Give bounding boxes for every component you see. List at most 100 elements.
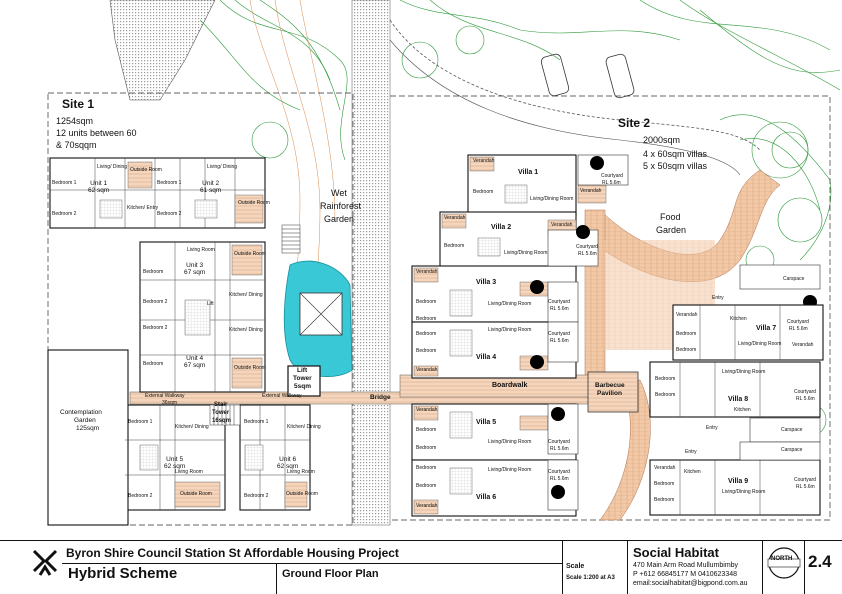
v6-bedroom: Bedroom: [416, 465, 437, 471]
v8-bedroom2: Bedroom: [655, 392, 676, 398]
v3-courtyard: Courtyard: [548, 299, 570, 305]
v2-courtyard: Courtyard: [576, 244, 598, 250]
v5-bedroom: Bedroom: [416, 427, 437, 433]
contemplation-2: Garden: [74, 417, 96, 424]
v7-bedroom2: Bedroom: [676, 347, 697, 353]
v5-bedroom2: Bedroom: [416, 445, 437, 451]
room-kitchen-u3: Kitchen/ Dining: [229, 292, 263, 298]
room-outside-u2: Outside Room: [238, 200, 270, 206]
v6-courtyard: Courtyard: [548, 469, 570, 475]
villa-9-label: Villa 9: [728, 478, 749, 485]
v1-living: Living/Dining Room: [530, 196, 574, 202]
food-garden-label-1: Food: [660, 212, 681, 222]
villa-1-label: Villa 1: [518, 169, 539, 176]
room-kitchen-u6: Kitchen/ Dining: [287, 424, 321, 430]
room-bedroom1-u1: Bedroom 1: [52, 180, 77, 186]
v7-rl: RL 5.6m: [789, 326, 808, 332]
v9-verandah: Verandah: [654, 465, 676, 471]
carspace-2: Carspace: [781, 427, 803, 433]
v9-entry: Entry: [685, 449, 697, 455]
room-bedroom2-u5: Bedroom 2: [128, 493, 153, 499]
site2-area: 2000sqm: [643, 135, 681, 145]
lane-hatched: [351, 0, 391, 526]
v7-verandah-2: Verandah: [792, 342, 814, 348]
v9-bedroom2: Bedroom: [654, 497, 675, 503]
contemplation-1: Contemplation: [60, 409, 102, 416]
v4-living: Living/Dining Room: [488, 327, 532, 333]
landscape-linework: [199, 0, 841, 437]
v8-courtyard: Courtyard: [794, 389, 816, 395]
villa-2-label: Villa 2: [491, 224, 512, 231]
stair-tower-2: Tower: [212, 410, 230, 416]
room-living-u2: Living/ Dining: [207, 164, 238, 170]
v9-living: Living/Dining Room: [722, 489, 766, 495]
v9-kitchen: Kitchen: [684, 469, 701, 475]
v8-living: Living/Dining Room: [722, 369, 766, 375]
v9-bedroom: Bedroom: [654, 481, 675, 487]
v3-bedroom: Bedroom: [416, 299, 437, 305]
contemplation-3: 125sqm: [76, 425, 100, 432]
wet-garden-label-3: Garden: [324, 214, 355, 224]
bbq-label-2: Pavilion: [597, 390, 622, 397]
scheme-title: Hybrid Scheme: [68, 565, 178, 582]
v3-bedroom2: Bedroom: [416, 316, 437, 322]
room-living-u3: Living Room: [187, 247, 215, 253]
firm-logo-icon: [32, 549, 58, 576]
carspace-3: Carspace: [781, 447, 803, 453]
room-living-u5: Living Room: [175, 469, 203, 475]
v8-rl: RL 5.6m: [796, 396, 815, 402]
north-label: NORTH: [771, 556, 793, 562]
wet-garden-label-2: Rainforest: [320, 201, 362, 211]
room-kitchen-u4: Kitchen/ Dining: [229, 327, 263, 333]
room-outside-u6: Outside Room: [286, 491, 318, 497]
v7-bedroom: Bedroom: [676, 331, 697, 337]
room-bedroom1-u2: Bedroom 1: [157, 180, 182, 186]
v6-living: Living/Dining Room: [488, 467, 532, 473]
villa-3-label: Villa 3: [476, 279, 497, 286]
food-garden-label-2: Garden: [656, 225, 687, 235]
v8-entry: Entry: [706, 425, 718, 431]
room-bedroom2-u3: Bedroom 2: [143, 299, 168, 305]
room-outside-u1: Outside Room: [130, 167, 162, 173]
v2-bedroom: Bedroom: [444, 243, 465, 249]
v9-rl: RL 5.6m: [796, 484, 815, 490]
room-bedroom-u3: Bedroom: [143, 269, 164, 275]
ext-walkway-left-area: 36sqm: [162, 400, 178, 406]
car-outlines: [540, 53, 635, 99]
bbq-pavilion-shape: [587, 371, 639, 413]
v4-bedroom2: Bedroom: [416, 348, 437, 354]
room-bedroom2-u2: Bedroom 2: [157, 211, 182, 217]
v1-courtyard: Courtyard: [601, 173, 623, 179]
site1-area: 1254sqm: [56, 116, 94, 126]
v6-rl: RL 5.6m: [550, 476, 569, 482]
v4-rl: RL 5.6m: [550, 338, 569, 344]
ext-walkway-left: External Walkway: [145, 393, 185, 399]
villa-4-label: Villa 4: [476, 354, 497, 361]
villa-6-label: Villa 6: [476, 494, 497, 501]
v5-courtyard: Courtyard: [548, 439, 570, 445]
v1-bedroom: Bedroom: [473, 189, 494, 195]
wet-garden-label-1: Wet: [331, 188, 347, 198]
stair-tower-3: 16sqm: [212, 418, 232, 424]
v1-verandah: Verandah: [473, 158, 495, 164]
room-living-u6: Living Room: [287, 469, 315, 475]
room-bedroom1-u5: Bedroom 1: [128, 419, 153, 425]
title-block: Byron Shire Council Station St Affordabl…: [0, 540, 842, 594]
v4-courtyard: Courtyard: [548, 331, 570, 337]
site2-line2: 5 x 50sqm villas: [643, 161, 708, 171]
villa-5-label: Villa 5: [476, 419, 497, 426]
firm-phone: P +612 66845177 M 0410623348: [633, 571, 737, 578]
sheet-number: 2.4: [808, 552, 832, 571]
firm-name: Social Habitat: [633, 545, 719, 560]
v1-verandah-2: Verandah: [580, 188, 602, 194]
v7-kitchen: Kitchen: [730, 316, 747, 322]
bbq-label-1: Barbecue: [595, 382, 625, 389]
site1-title: Site 1: [62, 97, 95, 111]
v3-verandah: Verandah: [416, 269, 438, 275]
lift-tower-3: 5sqm: [294, 383, 311, 390]
v3-living: Living/Dining Room: [488, 301, 532, 307]
